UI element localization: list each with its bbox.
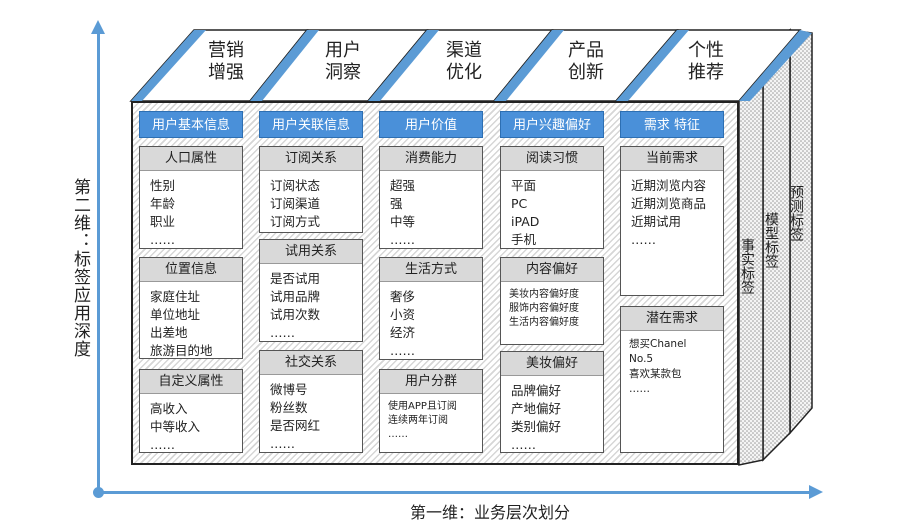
card-body: 订阅状态 订阅渠道 订阅方式 [270, 178, 321, 229]
card-reading-habits: 阅读习惯 平面 PC iPAD 手机 [500, 146, 604, 249]
side-label-model: 模型标签 [763, 212, 779, 268]
top-label-2: 用户 洞察 [325, 40, 361, 83]
card-title: 美妆偏好 [501, 352, 603, 376]
card-spending-power: 消费能力 超强 强 中等 …… [379, 146, 483, 249]
card-social: 社交关系 微博号 粉丝数 是否网红 …… [259, 350, 363, 453]
card-lifestyle: 生活方式 奢侈 小资 经济 …… [379, 257, 483, 360]
card-subscription: 订阅关系 订阅状态 订阅渠道 订阅方式 [259, 146, 363, 233]
vertical-axis-label: 第二维：标签应用深度 [70, 178, 90, 358]
card-title: 消费能力 [380, 147, 482, 171]
side-label-fact: 事实标签 [739, 238, 755, 294]
card-title: 社交关系 [260, 351, 362, 375]
column-header: 用户价值 [379, 111, 483, 138]
horizontal-axis-arrow-icon [809, 485, 823, 499]
card-potential-needs: 潜在需求 想买Chanel No.5 喜欢某款包 …… [620, 306, 724, 453]
top-separator-1 [250, 30, 319, 101]
vertical-axis-arrow-icon [91, 20, 105, 34]
card-title: 阅读习惯 [501, 147, 603, 171]
card-title: 自定义属性 [140, 370, 242, 394]
card-beauty-preference: 美妆偏好 品牌偏好 产地偏好 类别偏好 …… [500, 351, 604, 453]
horizontal-axis [97, 491, 811, 494]
card-body: 想买Chanel No.5 喜欢某款包 …… [629, 338, 687, 395]
column-header: 用户关联信息 [259, 111, 363, 138]
vertical-axis [97, 32, 100, 494]
card-trial: 试用关系 是否试用 试用品牌 试用次数 …… [259, 239, 363, 342]
card-body: 品牌偏好 产地偏好 类别偏好 …… [511, 383, 562, 452]
top-separator-5 [739, 30, 812, 101]
card-title: 用户分群 [380, 370, 482, 394]
column-header: 用户兴趣偏好 [500, 111, 604, 138]
card-body: 使用APP且订阅 连续两年订阅 …… [388, 401, 457, 440]
card-title: 人口属性 [140, 147, 242, 171]
top-label-1: 营销 增强 [208, 40, 244, 83]
column-header: 需求 特征 [620, 111, 724, 138]
card-current-needs: 当前需求 近期浏览内容 近期浏览商品 近期试用 …… [620, 146, 724, 296]
card-title: 试用关系 [260, 240, 362, 264]
card-title: 订阅关系 [260, 147, 362, 171]
card-title: 当前需求 [621, 147, 723, 171]
top-separator-0 [131, 30, 206, 101]
card-body: 是否试用 试用品牌 试用次数 …… [270, 271, 321, 340]
top-separator-4 [616, 30, 689, 101]
card-body: 近期浏览内容 近期浏览商品 近期试用 …… [631, 178, 707, 247]
top-label-5: 个性 推荐 [688, 40, 724, 83]
top-separator-3 [494, 30, 564, 101]
card-body: 美妆内容偏好度 服饰内容偏好度 生活内容偏好度 [509, 289, 579, 328]
card-body: 奢侈 小资 经济 …… [390, 289, 416, 358]
top-label-3: 渠道 优化 [446, 40, 482, 83]
axis-origin-dot [93, 487, 104, 498]
card-segments: 用户分群 使用APP且订阅 连续两年订阅 …… [379, 369, 483, 453]
card-location: 位置信息 家庭住址 单位地址 出差地 旅游目的地 [139, 257, 243, 359]
card-body: 高收入 中等收入 …… [150, 401, 201, 452]
card-body: 微博号 粉丝数 是否网红 …… [270, 382, 321, 451]
card-body: 超强 强 中等 …… [390, 178, 416, 247]
card-custom-attributes: 自定义属性 高收入 中等收入 …… [139, 369, 243, 453]
card-title: 潜在需求 [621, 307, 723, 331]
card-content-preference: 内容偏好 美妆内容偏好度 服饰内容偏好度 生活内容偏好度 [500, 257, 604, 345]
top-separator-2 [368, 30, 439, 101]
card-demographics: 人口属性 性别 年龄 职业 …… [139, 146, 243, 249]
top-label-4: 产品 创新 [568, 40, 604, 83]
card-body: 家庭住址 单位地址 出差地 旅游目的地 [150, 289, 213, 358]
card-title: 位置信息 [140, 258, 242, 282]
card-title: 生活方式 [380, 258, 482, 282]
column-header: 用户基本信息 [139, 111, 243, 138]
card-body: 平面 PC iPAD 手机 [511, 178, 540, 247]
card-body: 性别 年龄 职业 …… [150, 178, 176, 247]
horizontal-axis-label: 第一维：业务层次划分 [409, 503, 570, 522]
side-label-predict: 预测标签 [788, 185, 804, 241]
card-title: 内容偏好 [501, 258, 603, 282]
